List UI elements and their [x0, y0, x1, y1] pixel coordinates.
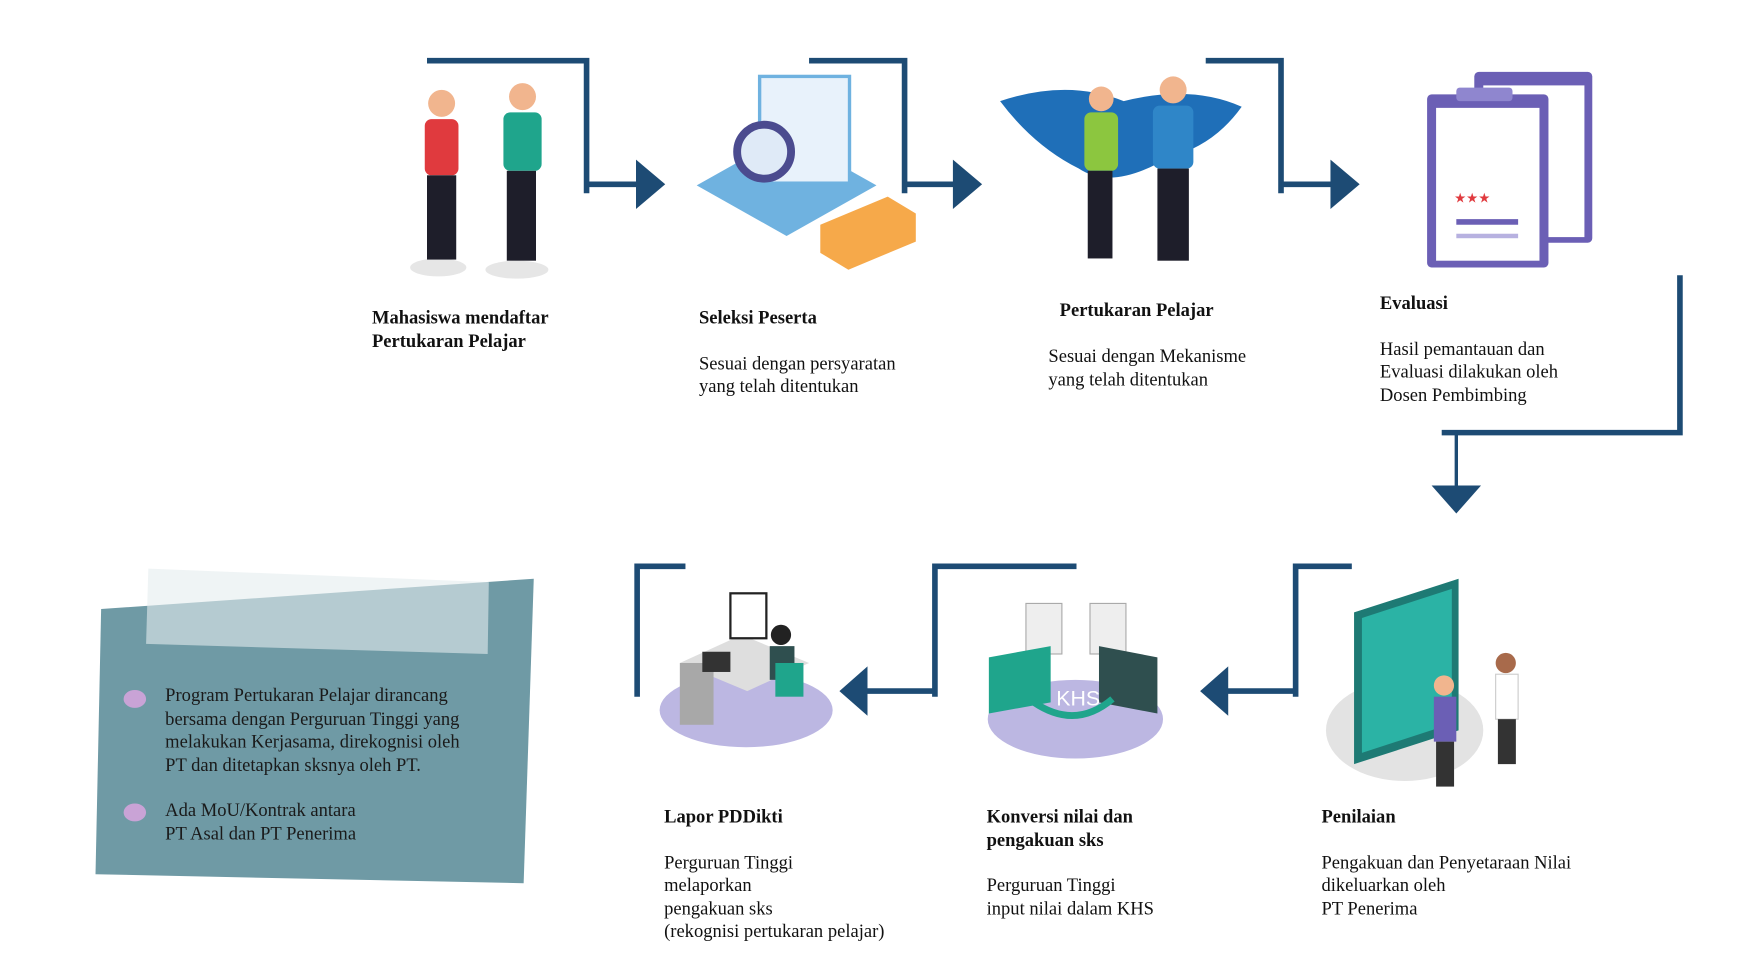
bracket-7 [634, 563, 686, 697]
arrowheads [636, 159, 1482, 716]
tape [146, 568, 489, 654]
bracket-2 [809, 57, 908, 194]
step-title: pengakuan sks [986, 828, 1104, 851]
step-title: Lapor PDDikti [664, 805, 783, 828]
step-title: Pertukaran Pelajar [371, 329, 526, 352]
arrow-left-icon [1200, 666, 1229, 716]
bullet-icon [123, 803, 147, 822]
selection-illustration [696, 74, 916, 270]
bracket-5 [1292, 563, 1352, 697]
step-desc: Dosen Pembimbing [1379, 383, 1527, 406]
connectors [427, 57, 1683, 697]
note-bullet-2: Ada MoU/Kontrak antara PT Asal dan PT Pe… [165, 799, 356, 845]
bracket-3 [1205, 57, 1284, 194]
assessment-illustration [1325, 578, 1519, 787]
step-desc: input nilai dalam KHS [986, 897, 1154, 919]
step-desc: Perguruan Tinggi [986, 874, 1116, 896]
step-3-desc: Sesuai dengan Mekanisme yang telah diten… [1048, 345, 1246, 391]
step-desc: Perguruan Tinggi [664, 851, 794, 873]
khs-label: KHS [1056, 687, 1100, 711]
step-desc: pengakuan sks [664, 897, 773, 919]
step-title: Penilaian [1321, 805, 1396, 828]
step-desc: yang telah ditentukan [1048, 368, 1209, 390]
note-line: PT dan ditetapkan sksnya oleh PT. [165, 753, 421, 775]
office-illustration [659, 592, 833, 748]
bracket-4 [1441, 275, 1683, 436]
arrow-down-icon [1431, 485, 1482, 514]
exchange-illustration [1000, 76, 1242, 261]
step-desc: yang telah ditentukan [698, 375, 859, 397]
bracket-6 [932, 563, 1077, 697]
step-7: Lapor PDDikti Perguruan Tinggi melaporka… [664, 806, 884, 944]
note-line: PT Asal dan PT Penerima [165, 821, 357, 844]
sticky-note [95, 568, 534, 884]
note-line: bersama dengan Perguruan Tinggi yang [165, 707, 460, 729]
bracket-1 [427, 57, 590, 194]
step-title: Seleksi Peserta [698, 306, 817, 329]
step-desc: Evaluasi dilakukan oleh [1379, 360, 1559, 383]
arrow-right-icon [952, 159, 983, 210]
note-line: melakukan Kerjasama, direkognisi oleh [165, 730, 460, 752]
step-title: Konversi nilai dan [986, 805, 1133, 828]
step-title: Mahasiswa mendaftar [371, 306, 549, 329]
arrow-right-icon [1330, 159, 1360, 210]
evaluation-clipboard-illustration: ★★★ [1427, 71, 1593, 268]
step-desc: PT Penerima [1321, 897, 1418, 919]
step-desc: Pengakuan dan Penyetaraan Nilai [1321, 851, 1572, 873]
step-1: Mahasiswa mendaftar Pertukaran Pelajar [372, 307, 549, 353]
step-title: Pertukaran Pelajar [1059, 298, 1214, 321]
step-3: Pertukaran Pelajar [1060, 299, 1214, 322]
step-title: Evaluasi [1379, 292, 1448, 314]
note-line: Ada MoU/Kontrak antara [165, 798, 356, 821]
step-desc: melaporkan [664, 874, 752, 896]
step-2: Seleksi Peserta Sesuai dengan persyarata… [699, 307, 896, 399]
step-desc: Sesuai dengan persyaratan [698, 352, 896, 374]
step-desc: dikeluarkan oleh [1321, 874, 1446, 896]
step-desc: Sesuai dengan Mekanisme [1048, 344, 1247, 367]
arrow-right-icon [636, 159, 666, 210]
note-line: Program Pertukaran Pelajar dirancang [165, 684, 448, 706]
note-bullet-1: Program Pertukaran Pelajar dirancang ber… [165, 684, 460, 776]
step-desc: (rekognisi pertukaran pelajar) [664, 920, 885, 942]
arrow-left-icon [839, 666, 868, 716]
step-desc: Hasil pemantauan dan [1379, 337, 1545, 360]
students-illustration [410, 83, 549, 279]
step-5: Penilaian Pengakuan dan Penyetaraan Nila… [1321, 806, 1571, 921]
khs-illustration [987, 602, 1164, 759]
step-6: Konversi nilai dan pengakuan sks Perguru… [987, 806, 1154, 921]
step-4: Evaluasi Hasil pemantauan dan Evaluasi d… [1380, 292, 1558, 407]
bullet-icon [123, 689, 147, 708]
svg-text:★★★: ★★★ [1454, 190, 1490, 205]
